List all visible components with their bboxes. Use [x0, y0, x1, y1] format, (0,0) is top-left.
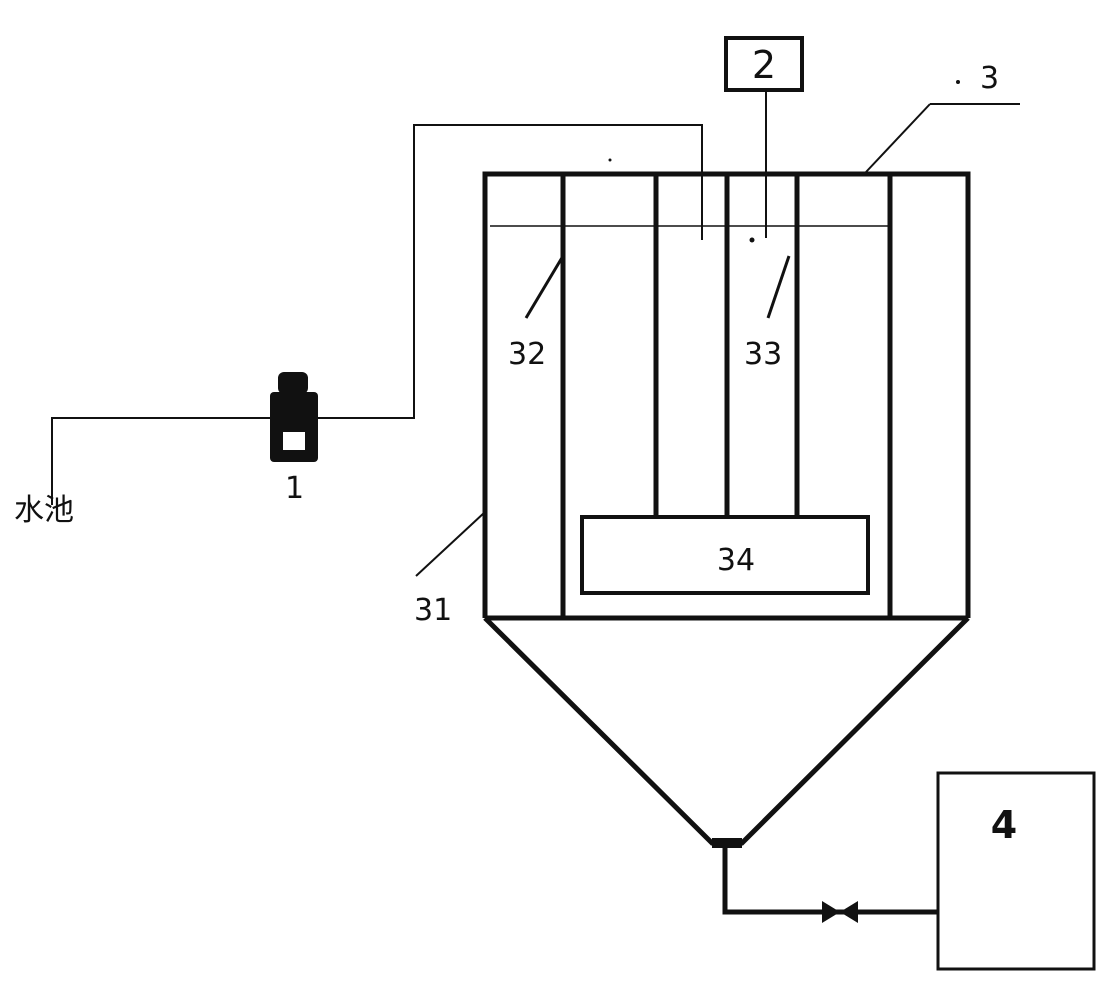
label-bottom-box: 34 [717, 543, 755, 578]
pool-inlet-pipe [51, 417, 282, 505]
top-device-box [724, 36, 804, 92]
speckle-dot [956, 80, 960, 84]
pump-outlet-pipe [316, 124, 703, 419]
hopper-cone [483, 616, 970, 846]
leader-plate-right [766, 255, 791, 319]
outlet-pipe [722, 848, 938, 915]
pump-icon [270, 372, 318, 462]
label-plate-right: 33 [744, 337, 782, 372]
label-tank: 3 [980, 61, 999, 96]
label-top-device: 2 [752, 43, 776, 87]
label-plate-left: 32 [508, 337, 546, 372]
bottom-box [580, 515, 870, 595]
label-pool: 水池 [14, 493, 74, 528]
leader-tank-wall [415, 511, 486, 577]
speckle-dot [749, 237, 755, 243]
collector-box [936, 771, 1096, 971]
leader-tank [865, 103, 931, 173]
label-tank-wall: 31 [414, 593, 452, 628]
label-collector: 4 [991, 803, 1017, 847]
leader-plate-left [524, 255, 565, 319]
valve-icon [822, 901, 858, 923]
label-pump: 1 [285, 471, 304, 506]
hopper-outlet [712, 838, 742, 848]
speckle-dot [608, 158, 612, 162]
